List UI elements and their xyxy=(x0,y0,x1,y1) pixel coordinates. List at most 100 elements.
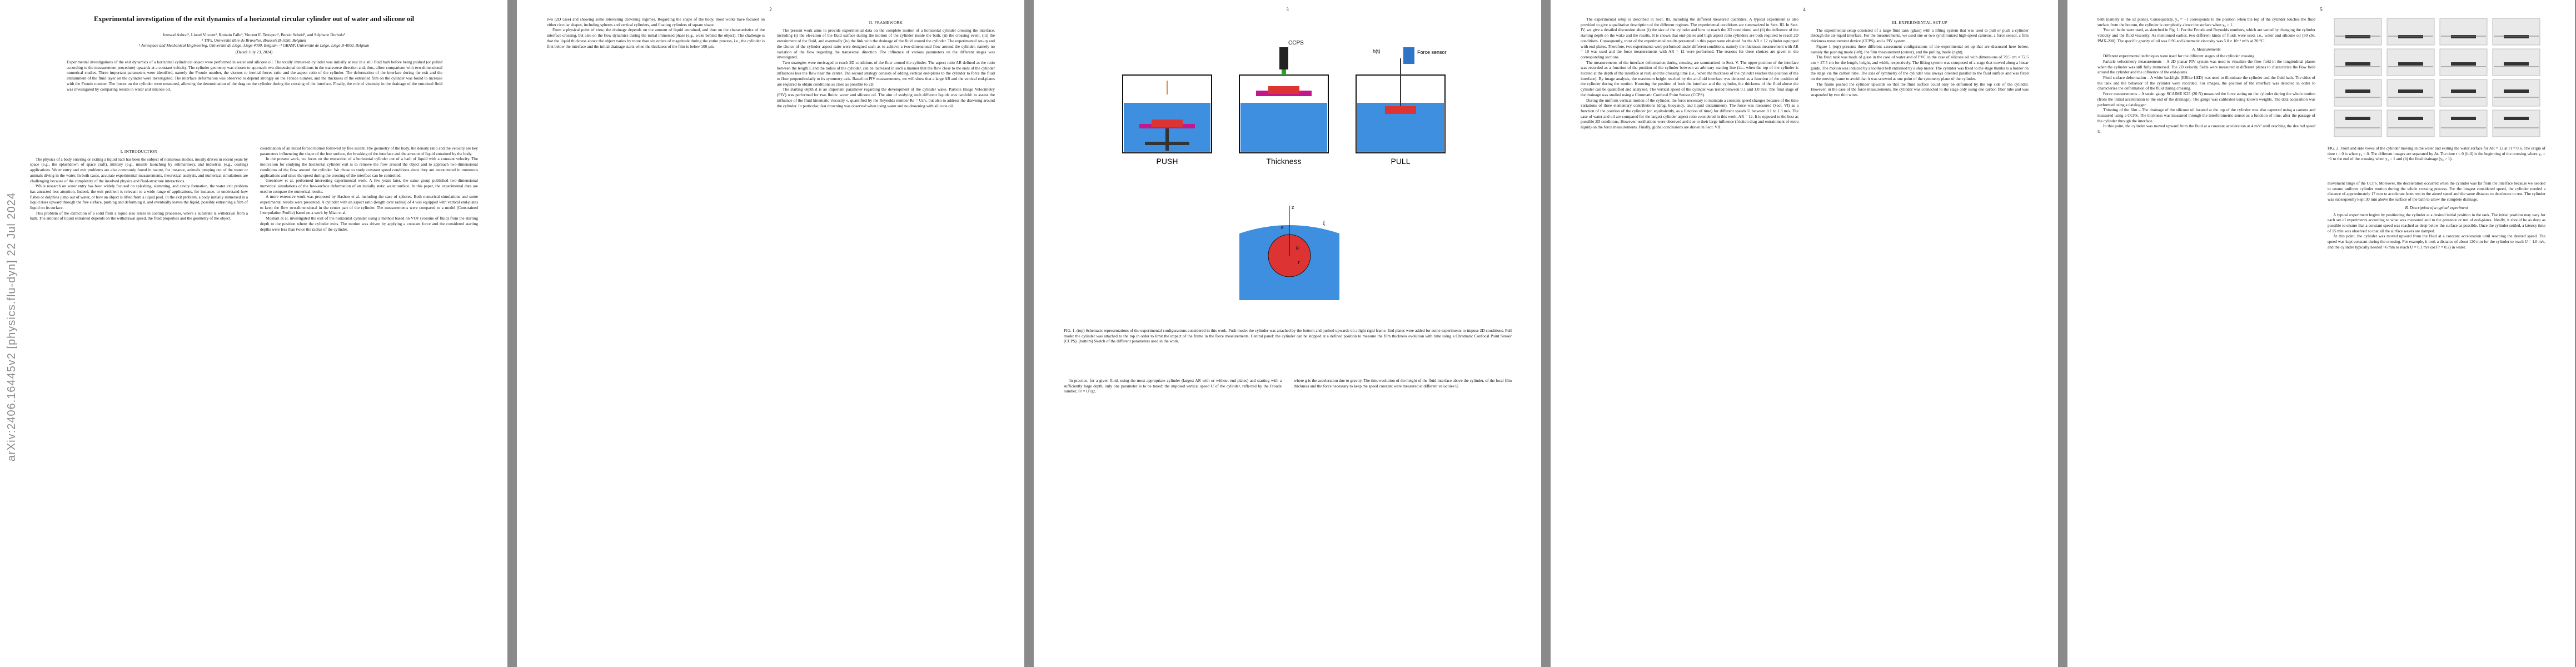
abstract: Experimental investigations of the exit … xyxy=(67,59,442,92)
paragraph: From a physical point of view, the drain… xyxy=(547,27,765,49)
paragraph: The fluid tank was made of glass in the … xyxy=(1811,54,2029,82)
push-rod xyxy=(1165,128,1169,151)
paper-date: (Dated: July 23, 2024) xyxy=(235,49,273,54)
figure-2-cylinder xyxy=(2398,89,2423,93)
figure-2-caption: FIG. 2. Front and side views of the cyli… xyxy=(2328,146,2545,162)
paragraph: This problem of the extraction of a soli… xyxy=(30,210,248,221)
force-sensor xyxy=(1403,47,1414,64)
z-label: z xyxy=(1292,205,1294,211)
figure-2-cylinder xyxy=(2504,35,2529,38)
page5-column-right: movement range of the CCPS. Moreover, th… xyxy=(2328,181,2545,653)
affiliation-2: ² Aerospace and Mechanical Engineering, … xyxy=(138,43,370,48)
paragraph: movement range of the CCPS. Moreover, th… xyxy=(2328,181,2545,202)
paragraph: coordination of an initial forced motion… xyxy=(260,146,478,156)
paragraph: The present work aims to provide experim… xyxy=(777,27,995,60)
affiliation-1: ¹ TIPs, Université libre de Bruxelles, B… xyxy=(202,37,306,43)
arxiv-sidebar: arXiv:2406.16445v2 [physics.flu-dyn] 22 … xyxy=(4,61,18,461)
paragraph: In the present work, we focus on the ext… xyxy=(260,156,478,178)
page4-column-right: III. EXPERIMENTAL SET-UP The experimenta… xyxy=(1811,17,2029,650)
paragraph: The starting depth d is an important par… xyxy=(777,87,995,108)
page-2: 2 two (2D case) and showing some interes… xyxy=(517,0,1024,667)
figure-2-frame xyxy=(2334,18,2382,46)
page1-column-right: coordination of an initial forced motion… xyxy=(260,146,478,651)
figure-2-image-sequence xyxy=(2334,18,2540,137)
section-heading-setup: III. EXPERIMENTAL SET-UP xyxy=(1891,20,1948,25)
figure-2-cylinder xyxy=(2345,62,2370,66)
paragraph: Force measurements – A strain gauge SCAI… xyxy=(2097,91,2315,107)
paragraph: Two strategies were envisaged to reach 2… xyxy=(777,59,995,87)
figure-2-cylinder xyxy=(2504,89,2529,93)
page3-column-right: where g is the acceleration due to gravi… xyxy=(1294,378,1512,645)
page-3: 3 PUSH CCPS Thickness xyxy=(1034,0,1541,667)
page3-column-left: In practice, for a given fluid, using th… xyxy=(1064,378,1282,645)
paragraph: Fluid surface deformation – A white back… xyxy=(2097,75,2315,91)
paragraph: At this point, the cylinder was moved up… xyxy=(2328,233,2545,250)
figure-2-frame xyxy=(2386,18,2435,46)
paragraph: Moshari et al. investigated the exit of … xyxy=(260,216,478,232)
figure-2-cylinder xyxy=(2345,35,2370,38)
push-cylinder xyxy=(1152,120,1183,127)
paper-title: Experimental investigation of the exit d… xyxy=(93,15,415,23)
xi-label: ξ xyxy=(1323,221,1326,227)
figure-2-frame xyxy=(2334,109,2382,137)
thickness-configuration: CCPS Thickness xyxy=(1239,40,1329,166)
figure-2-frame xyxy=(2386,109,2435,137)
height-label: h(t) xyxy=(1373,48,1381,54)
figure-2-frame xyxy=(2492,109,2540,137)
figure-1-parameter-sketch: z e θ r ξ xyxy=(1239,205,1339,300)
paragraph: The measurements of the interface deform… xyxy=(1581,59,1798,97)
subsection-heading-measurements: A. Measurements xyxy=(2192,46,2221,52)
paragraph: A typical experiment begins by positioni… xyxy=(2328,212,2545,233)
paragraph: where g is the acceleration due to gravi… xyxy=(1294,378,1512,389)
figure-1-caption: FIG. 1. (top) Schematic representations … xyxy=(1064,328,1512,344)
page-4: 4 The experimental setup is described in… xyxy=(1551,0,2058,667)
figure-2-cylinder xyxy=(2345,89,2370,93)
figure-1-setup-schematic: PUSH CCPS Thickness Force sensor h(t) PU… xyxy=(1122,40,1447,166)
ccps-label: CCPS xyxy=(1288,40,1304,46)
figure-2-cylinder xyxy=(2451,89,2476,93)
paragraph: bath (namely in the xz plane). Consequen… xyxy=(2097,17,2315,27)
figure-2-cylinder xyxy=(2398,35,2423,38)
figure-2-cylinder xyxy=(2451,35,2476,38)
ccps-probe xyxy=(1279,47,1288,69)
figure-2-cylinder xyxy=(2345,117,2370,120)
figure-2-cylinder xyxy=(2398,62,2423,66)
author-list: Intesaaf Ashraf¹, Lionel Vincent², Romai… xyxy=(162,32,346,37)
radius-label: r xyxy=(1298,260,1300,266)
paragraph: The experimental setup is described in S… xyxy=(1581,17,1798,59)
thickness-water xyxy=(1240,103,1327,152)
subsection-heading-typical-experiment: B. Description of a typical experiment xyxy=(2405,205,2468,210)
force-sensor-label: Force sensor xyxy=(1417,49,1447,55)
paragraph: Particle velocimetry measurements – A 2D… xyxy=(2097,58,2315,75)
figure-2-cylinder xyxy=(2451,117,2476,120)
paragraph: Different experimental techniques were u… xyxy=(2103,53,2256,59)
paragraph: two (2D case) and showing some interesti… xyxy=(547,17,765,27)
section-heading-framework: II. FRAMEWORK xyxy=(869,20,903,25)
paragraph: In practice, for a given fluid, using th… xyxy=(1064,378,1282,394)
paragraph: The frame pushed the cylinder upwards so… xyxy=(1811,81,2029,98)
figure-2-frame xyxy=(2439,109,2488,137)
figure-2-cylinder xyxy=(2504,117,2529,120)
paragraph: In this point, the cylinder was moved up… xyxy=(2097,123,2315,135)
page2-column-left: two (2D case) and showing some interesti… xyxy=(547,17,765,650)
push-label: PUSH xyxy=(1157,157,1178,166)
figure-2-cylinder xyxy=(2398,117,2423,120)
page5-column-left: bath (namely in the xz plane). Consequen… xyxy=(2097,17,2315,650)
thickness-label: Thickness xyxy=(1266,157,1301,166)
paragraph: Thinning of the film – The drainage of t… xyxy=(2097,107,2315,123)
ccps-tip xyxy=(1282,69,1286,75)
thickness-e-label: e xyxy=(1281,225,1284,231)
pull-cylinder xyxy=(1385,106,1416,114)
page-1: arXiv:2406.16445v2 [physics.flu-dyn] 22 … xyxy=(0,0,507,667)
paragraph: During the uniform vertical motion of th… xyxy=(1581,97,1798,130)
paragraph: Greenhow et al. performed interesting ex… xyxy=(260,178,478,194)
paragraph: The experimental setup consisted of a la… xyxy=(1811,27,2029,44)
paragraph: The physics of a body entering or exitin… xyxy=(30,156,248,183)
page1-column-left: I. INTRODUCTION The physics of a body en… xyxy=(30,146,248,651)
theta-label: θ xyxy=(1296,246,1299,252)
pull-label: PULL xyxy=(1391,157,1410,166)
page4-column-left: The experimental setup is described in S… xyxy=(1581,17,1798,650)
thickness-cylinder xyxy=(1268,86,1299,94)
paragraph: Two oil baths were used, as sketched in … xyxy=(2097,27,2315,43)
pull-configuration: Force sensor h(t) PULL xyxy=(1356,47,1447,166)
